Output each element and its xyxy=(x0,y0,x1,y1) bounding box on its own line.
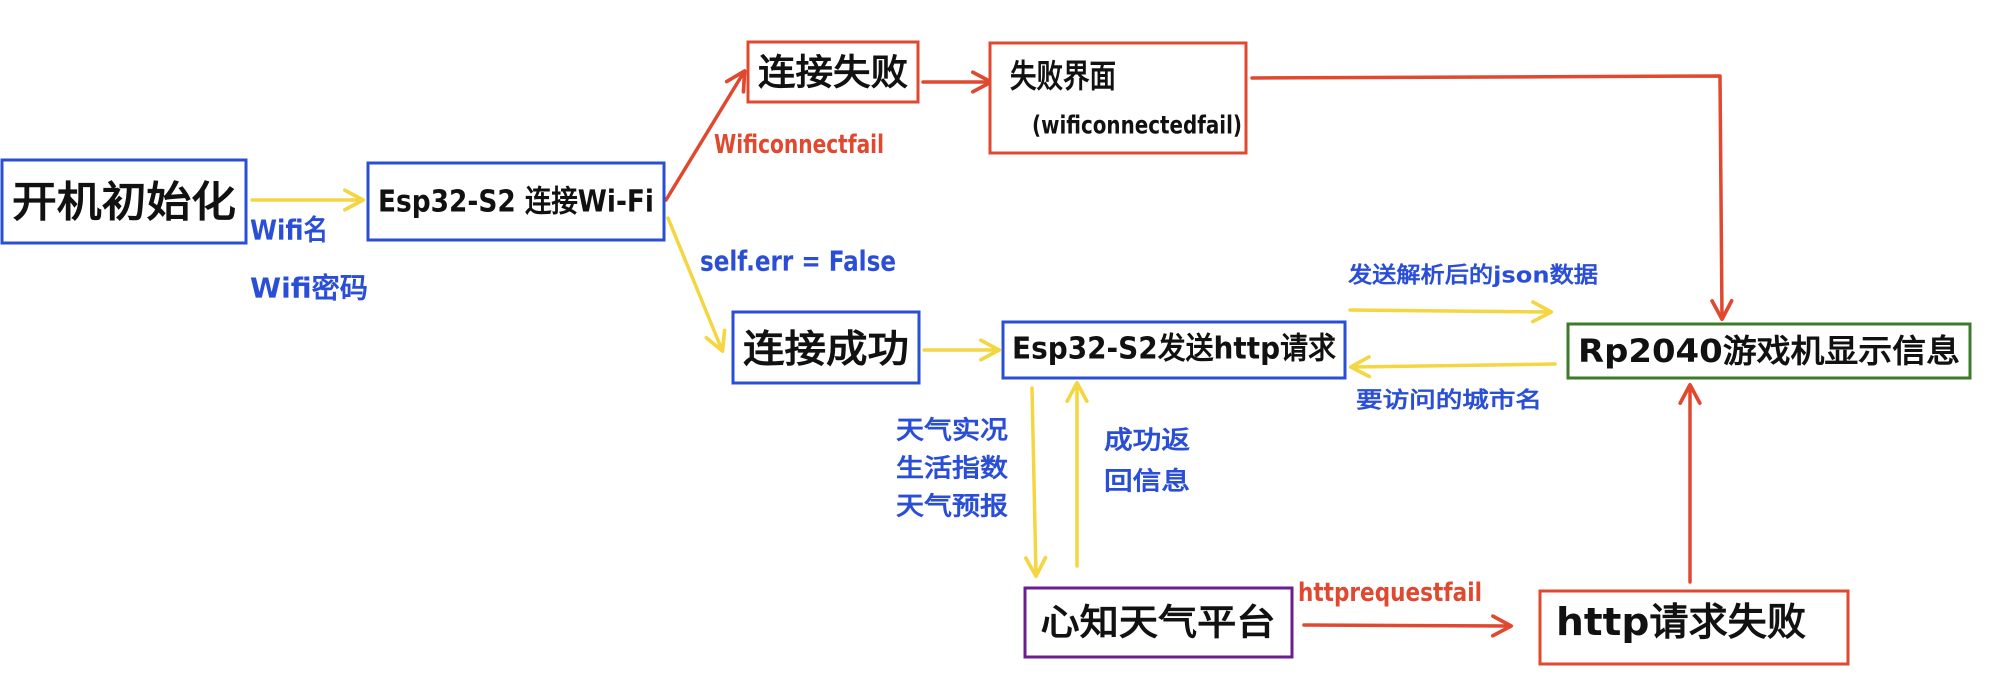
edge-platform-to-httpfail xyxy=(1302,614,1514,638)
label-wifi-name: Wifi名 xyxy=(250,214,328,247)
label-http-request-fail: httprequestfail xyxy=(1298,578,1482,608)
node-fail-screen-title: 失败界面 xyxy=(1010,57,1116,95)
node-fail-screen-code: (wificonnectedfail) xyxy=(1032,111,1242,140)
edge-screen-to-rp2040 xyxy=(1250,74,1734,322)
edge-rp2040-to-http xyxy=(1348,355,1557,379)
label-city-name: 要访问的城市名 xyxy=(1356,388,1542,414)
edge-connect-to-success xyxy=(666,216,727,353)
node-http-fail: http请求失败 xyxy=(1538,589,1850,666)
nodes: 开机初始化 Esp32-S2 连接Wi-Fi 连接失败 失败界面 (wifico… xyxy=(0,40,1972,666)
node-rp2040-display: Rp2040游戏机显示信息 xyxy=(1566,322,1972,380)
label-success-return: 回信息 xyxy=(1104,467,1190,496)
label-wifi-connect-fail: Wificonnectfail xyxy=(714,130,884,160)
node-connect-success-label: 连接成功 xyxy=(743,327,909,371)
edge-http-to-platform xyxy=(1023,386,1048,579)
node-esp32-connect: Esp32-S2 连接Wi-Fi xyxy=(366,161,666,242)
node-connect-fail: 连接失败 xyxy=(746,40,920,104)
label-request-item: 生活指数 xyxy=(896,454,1009,483)
edge-http-to-rp2040 xyxy=(1348,300,1554,324)
label-wifi-password: Wifi密码 xyxy=(250,272,368,305)
node-weather-platform: 心知天气平台 xyxy=(1023,586,1294,659)
node-rp2040-display-label: Rp2040游戏机显示信息 xyxy=(1578,332,1960,370)
node-connect-success: 连接成功 xyxy=(731,310,921,385)
node-esp32-http-label: Esp32-S2发送http请求 xyxy=(1012,332,1336,367)
node-fail-screen: 失败界面 (wificonnectedfail) xyxy=(988,41,1248,155)
label-request-item: 天气预报 xyxy=(896,492,1008,521)
node-boot-init-label: 开机初始化 xyxy=(12,178,236,227)
node-boot-init: 开机初始化 xyxy=(0,158,248,245)
node-weather-platform-label: 心知天气平台 xyxy=(1041,603,1276,644)
node-connect-fail-label: 连接失败 xyxy=(758,53,908,94)
edge-connect-to-fail xyxy=(664,69,747,202)
label-self-err: self.err = False xyxy=(700,245,896,278)
node-esp32-http: Esp32-S2发送http请求 xyxy=(1001,320,1347,380)
edge-labels: Wifi名 Wifi密码 Wificonnectfail self.err = … xyxy=(250,130,1598,608)
node-http-fail-label: http请求失败 xyxy=(1556,600,1806,644)
node-esp32-connect-label: Esp32-S2 连接Wi-Fi xyxy=(378,185,654,220)
label-send-json: 发送解析后的json数据 xyxy=(1347,263,1598,289)
label-success-return: 成功返 xyxy=(1104,426,1190,455)
edges xyxy=(250,69,1734,638)
label-request-item: 天气实况 xyxy=(896,416,1008,445)
